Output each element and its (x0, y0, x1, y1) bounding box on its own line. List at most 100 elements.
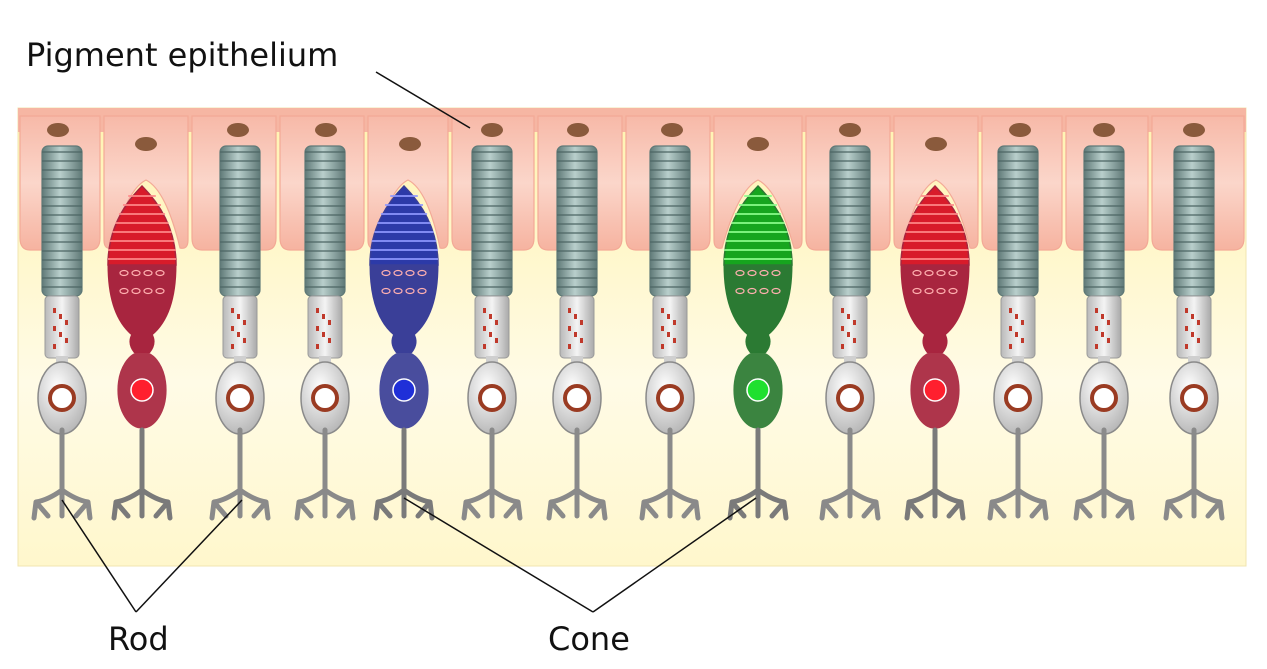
mitochondrion (580, 320, 583, 325)
mitochondrion (53, 308, 56, 313)
mitochondrion (568, 308, 571, 313)
mitochondrion (1009, 308, 1012, 313)
rod-label: Rod (108, 620, 169, 658)
epithelium-nucleus (747, 137, 769, 151)
rod-neck (234, 356, 246, 366)
mitochondrion (1197, 320, 1200, 325)
mitochondrion (1191, 314, 1194, 319)
mitochondrion (322, 314, 325, 319)
mitochondrion (667, 314, 670, 319)
rod-nucleus (226, 384, 254, 412)
epithelium-nucleus (315, 123, 337, 137)
mitochondrion (328, 320, 331, 325)
mitochondrion (574, 314, 577, 319)
epithelium-nucleus (481, 123, 503, 137)
epithelium-nucleus (925, 137, 947, 151)
mitochondrion (1185, 308, 1188, 313)
rod-outer-segment (304, 145, 346, 297)
mitochondrion (1101, 314, 1104, 319)
epithelium-cell (713, 115, 803, 249)
mitochondrion (119, 287, 129, 295)
epithelium-nucleus (227, 123, 249, 137)
rod-neck (56, 356, 68, 366)
synaptic-terminal (819, 427, 881, 521)
mitochondrion (661, 326, 664, 331)
mitochondrion (841, 344, 844, 349)
rod-leader-line-left (61, 499, 137, 613)
mitochondrion (405, 287, 415, 295)
mitochondrion (316, 344, 319, 349)
epithelium-nucleus (839, 123, 861, 137)
epithelium-nucleus (567, 123, 589, 137)
mitochondrion (495, 338, 498, 343)
synaptic-terminal (987, 427, 1049, 521)
mitochondrion (661, 308, 664, 313)
rod-nucleus (48, 384, 76, 412)
cone-leader-line-left (403, 497, 594, 613)
synaptic-terminal (639, 427, 701, 521)
mitochondrion (1185, 344, 1188, 349)
mitochondrion (771, 269, 781, 277)
rod-inner-segment (559, 295, 595, 359)
mitochondrion (924, 269, 934, 277)
blue-cone-cell (369, 184, 439, 521)
rod-inner-segment (474, 295, 510, 359)
red-cone-cell (107, 184, 177, 521)
rod-cell (987, 145, 1049, 521)
mitochondrion (759, 287, 769, 295)
cone-neck (745, 333, 771, 353)
mitochondrion (771, 287, 781, 295)
photoreceptor-cells (31, 145, 1225, 521)
synaptic-terminal (461, 427, 523, 521)
mitochondrion (131, 269, 141, 277)
rod-inner-segment (652, 295, 688, 359)
mitochondrion (417, 269, 427, 277)
mitochondrion (853, 320, 856, 325)
rod-cell (31, 145, 93, 521)
synaptic-terminal (294, 427, 356, 521)
rod-outer-segment (41, 145, 83, 297)
rod-neck (571, 356, 583, 366)
epithelium-nucleus (47, 123, 69, 137)
rod-nucleus (656, 384, 684, 412)
rod-nucleus (563, 384, 591, 412)
mitochondrion (661, 344, 664, 349)
mitochondrion (65, 338, 68, 343)
cone-nucleus (923, 378, 947, 402)
mitochondrion (65, 320, 68, 325)
pigment-leader-line (375, 71, 471, 129)
mitochondrion (489, 332, 492, 337)
rod-cell (1163, 145, 1225, 521)
mitochondrion (936, 287, 946, 295)
rod-neck (664, 356, 676, 366)
mitochondrion (1009, 344, 1012, 349)
mitochondrion (1015, 314, 1018, 319)
cone-nucleus (392, 378, 416, 402)
mitochondrion (948, 269, 958, 277)
mitochondrion (119, 269, 129, 277)
rod-cell (209, 145, 271, 521)
synaptic-terminal (727, 427, 789, 521)
mitochondrion (237, 332, 240, 337)
mitochondrion (1009, 326, 1012, 331)
synaptic-terminal (1163, 427, 1225, 521)
mitochondrion (1107, 338, 1110, 343)
rod-outer-segment (1173, 145, 1215, 297)
mitochondrion (328, 338, 331, 343)
mitochondrion (948, 287, 958, 295)
mitochondrion (667, 332, 670, 337)
rod-cell (639, 145, 701, 521)
mitochondrion (155, 287, 165, 295)
rod-neck (1188, 356, 1200, 366)
mitochondrion (322, 332, 325, 337)
rod-inner-segment (1086, 295, 1122, 359)
mitochondrion (483, 326, 486, 331)
mitochondrion (759, 269, 769, 277)
rod-cell (294, 145, 356, 521)
mitochondrion (747, 269, 757, 277)
rod-inner-segment (1000, 295, 1036, 359)
mitochondrion (243, 320, 246, 325)
mitochondrion (243, 338, 246, 343)
rod-neck (1098, 356, 1110, 366)
